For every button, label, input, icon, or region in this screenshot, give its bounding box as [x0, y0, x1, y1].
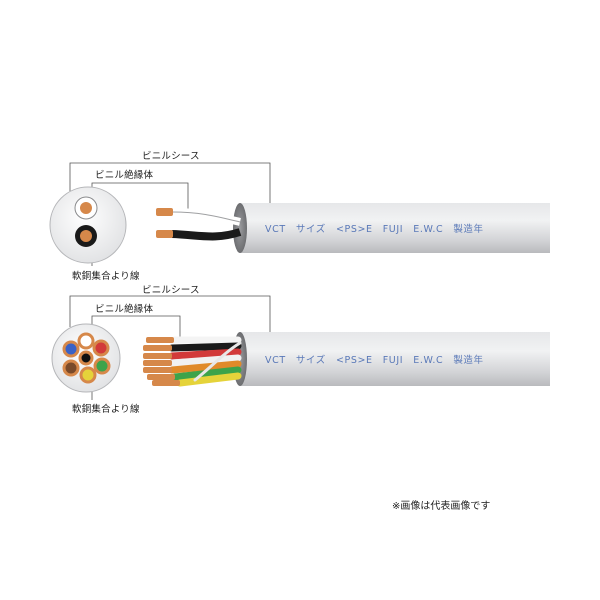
label-annealed-copper-stranded: 軟銅集合より線 — [72, 271, 140, 282]
cores-2core — [156, 208, 242, 241]
label-vinyl-sheath: ビニルシース — [142, 285, 200, 296]
label-vinyl-insulation: ビニル絶縁体 — [95, 304, 154, 315]
conductor-strand — [156, 230, 173, 238]
label-vinyl-sheath: ビニルシース — [142, 151, 200, 162]
cross-section-2core — [49, 186, 127, 264]
cores-multicore — [168, 336, 242, 387]
label-vinyl-insulation: ビニル絶縁体 — [95, 170, 154, 181]
sheath-body-multicore — [233, 332, 550, 386]
cable-2core: VCT サイズ <PS>E FUJI E.W.C 製造年 — [49, 162, 550, 266]
footnote-representative-image: ※画像は代表画像です — [392, 501, 491, 512]
cable-multicore: VCT サイズ <PS>E FUJI E.W.C 製造年 — [51, 295, 550, 400]
cable-print-text: VCT サイズ <PS>E FUJI E.W.C 製造年 — [265, 354, 484, 366]
conductor-strands — [143, 337, 180, 386]
label-annealed-copper-stranded: 軟銅集合より線 — [72, 404, 140, 415]
sheath-body-2core — [233, 203, 550, 253]
conductor-strand — [156, 208, 173, 216]
cable-print-text: VCT サイズ <PS>E FUJI E.W.C 製造年 — [265, 223, 484, 235]
cross-section-multicore — [51, 323, 121, 393]
